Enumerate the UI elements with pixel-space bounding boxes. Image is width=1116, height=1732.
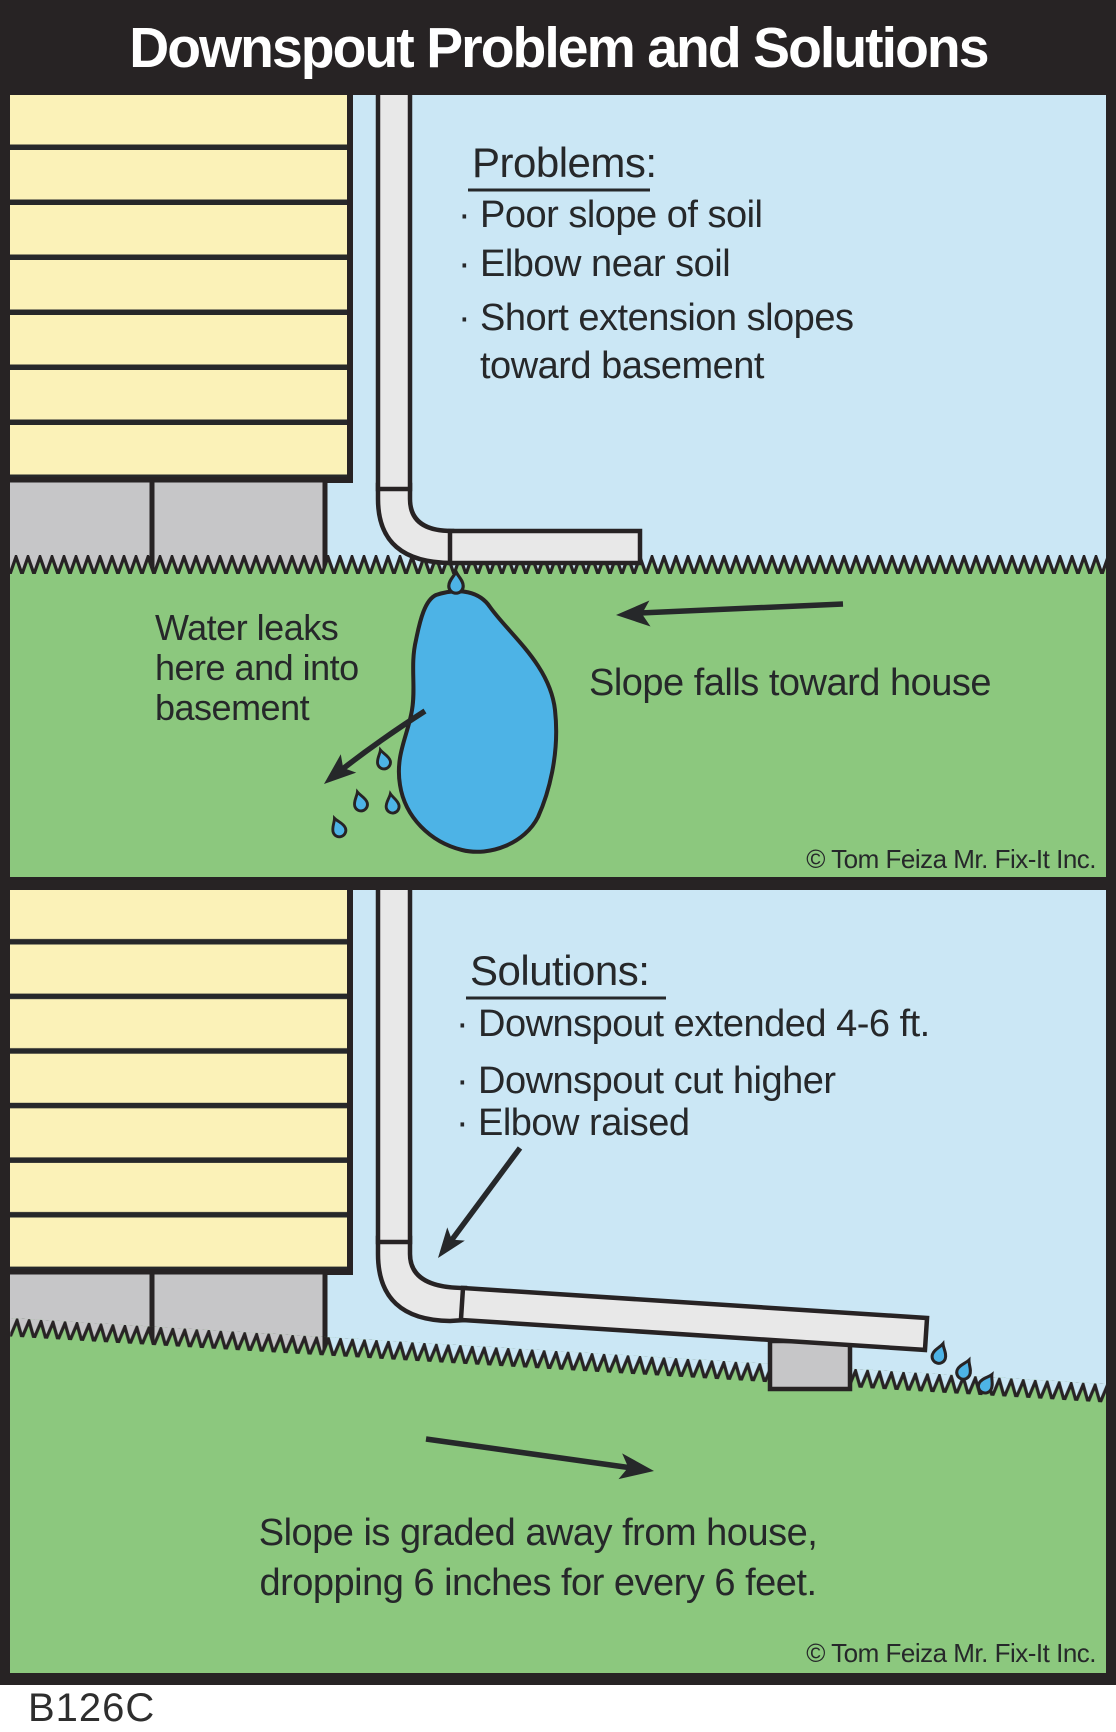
downspout-pipe <box>375 95 413 492</box>
bullet: · <box>456 1060 468 1102</box>
figure-code-label: B126C <box>28 1686 156 1730</box>
graded-grass <box>10 1318 1106 1673</box>
problem-item-wrap: toward basement <box>480 345 765 387</box>
problem-item: Short extension slopes <box>480 297 853 339</box>
downspout-elbow <box>375 1235 468 1324</box>
grade-label: Slope is graded away from house, <box>259 1512 818 1554</box>
grade-arrowhead-icon <box>618 1453 654 1480</box>
copyright: © Tom Feiza Mr. Fix-It Inc. <box>806 1638 1096 1668</box>
puddle-shape <box>396 589 559 854</box>
slope-arrowhead-icon <box>616 600 651 627</box>
downspout-pipe <box>375 890 413 1245</box>
water-leak-label: Water leaks <box>155 607 338 648</box>
solution-item: Downspout extended 4-6 ft. <box>478 1003 930 1045</box>
grade-arrow <box>425 1436 633 1471</box>
water-leak-label: basement <box>155 687 310 728</box>
diagram-frame: Downspout Problem and Solutions <box>0 0 1116 1685</box>
house-siding <box>10 95 353 483</box>
slope-label: Slope falls toward house <box>589 662 991 704</box>
elbow-arrowhead-icon <box>438 1227 465 1258</box>
problem-item: Poor slope of soil <box>480 194 763 236</box>
problems-heading: Problems: <box>472 139 657 186</box>
slope-arrow <box>639 601 844 616</box>
bullet: · <box>456 1003 468 1045</box>
bullet: · <box>458 194 470 236</box>
bullet: · <box>456 1102 468 1144</box>
water-leak-label: here and into <box>155 647 359 688</box>
downspout-extension <box>447 528 643 566</box>
bullet: · <box>458 297 470 339</box>
grade-label: dropping 6 inches for every 6 feet. <box>259 1562 816 1604</box>
downspout-extension <box>458 1285 930 1353</box>
solution-item: Downspout cut higher <box>478 1060 836 1102</box>
copyright: © Tom Feiza Mr. Fix-It Inc. <box>806 844 1096 874</box>
extension-pipe <box>458 1285 930 1353</box>
support-block <box>767 1338 853 1392</box>
page-title: Downspout Problem and Solutions <box>128 15 989 80</box>
problem-item: Elbow near soil <box>480 243 730 285</box>
solutions-heading: Solutions: <box>470 947 649 994</box>
elbow-pointer-arrow <box>445 1146 523 1247</box>
bullet: · <box>458 243 470 285</box>
grass-edge <box>10 1318 1106 1408</box>
leak-arrowhead-icon <box>324 754 357 784</box>
grass <box>10 1336 1106 1673</box>
solution-item: Elbow raised <box>478 1102 690 1144</box>
problem-panel: Problems: · Poor slope of soil · Elbow n… <box>10 95 1106 877</box>
house-siding <box>10 890 353 1275</box>
solution-panel: Solutions: · Downspout extended 4-6 ft. … <box>10 890 1106 1673</box>
title-bar: Downspout Problem and Solutions <box>0 0 1116 95</box>
